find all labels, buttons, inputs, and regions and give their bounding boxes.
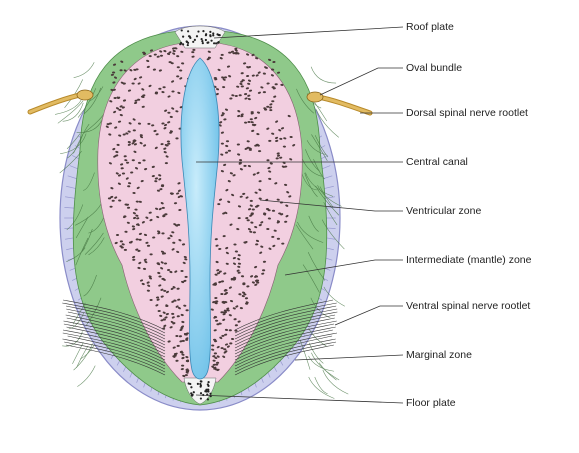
label-floor-plate: Floor plate xyxy=(406,397,456,409)
label-roof-plate: Roof plate xyxy=(406,21,454,33)
nerve-rootlet-icon xyxy=(27,89,373,116)
central-canal-shape xyxy=(180,57,220,380)
label-oval-bundle: Oval bundle xyxy=(406,62,463,74)
label-marginal-zone: Marginal zone xyxy=(406,349,472,361)
plate-cells xyxy=(179,29,221,401)
label-ventricular-zone: Ventricular zone xyxy=(406,205,482,217)
leader-lines xyxy=(195,26,404,404)
ventricular-zone-cells xyxy=(105,47,296,378)
label-ventral-rootlet: Ventral spinal nerve rootlet xyxy=(406,300,531,312)
label-dorsal-rootlet: Dorsal spinal nerve rootlet xyxy=(406,107,528,119)
mantle-zone-fibers xyxy=(55,62,349,399)
label-intermediate-zone: Intermediate (mantle) zone xyxy=(406,254,532,266)
ventral-rootlet-fibers xyxy=(62,299,338,376)
label-central-canal: Central canal xyxy=(406,156,468,168)
